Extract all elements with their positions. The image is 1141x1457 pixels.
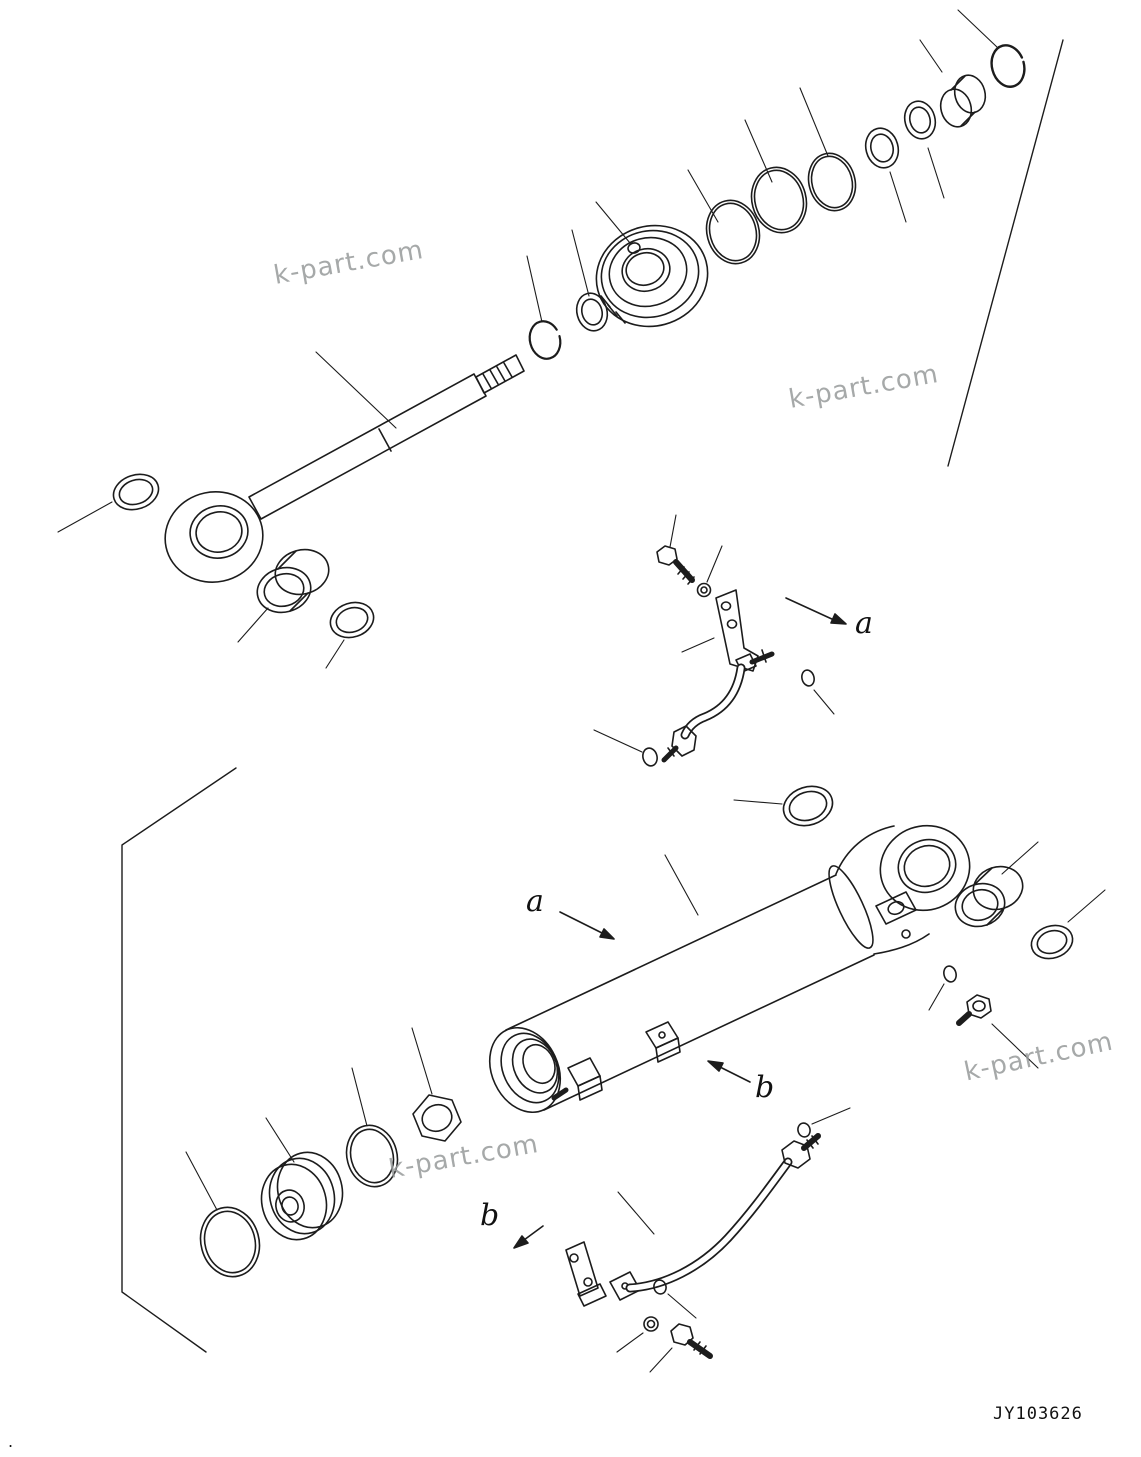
mount-bracket-b <box>565 1241 607 1307</box>
dust-seal <box>903 100 937 140</box>
tube-port-boss <box>551 1057 603 1101</box>
o-ring <box>705 199 761 265</box>
plug <box>956 994 992 1026</box>
drawing-number: JY103626 <box>993 1404 1083 1424</box>
view-label-a-top: a <box>855 606 873 641</box>
cylinder-tube-assembly <box>488 824 971 1114</box>
connector-stub <box>749 649 775 665</box>
wear-ring <box>199 1206 261 1278</box>
arrow-a-top <box>785 597 847 625</box>
rod-seal <box>864 127 900 169</box>
pin-seal-ring <box>782 785 834 827</box>
piston-nut <box>412 1094 462 1142</box>
rod-eye-bushing <box>256 548 330 614</box>
rod-end-parts-row <box>705 44 1026 265</box>
cylinder-head-gland <box>595 224 709 328</box>
head-port-boss <box>875 891 917 939</box>
snap-ring <box>990 44 1026 88</box>
o-ring-port-a <box>642 747 658 767</box>
boundary-lines <box>121 39 1064 1353</box>
bolt-b <box>670 1323 713 1359</box>
backup-ring <box>807 152 857 212</box>
arrow-b-mid <box>707 1060 751 1083</box>
view-label-b-mid: b <box>755 1070 775 1105</box>
piston-seal-ring <box>345 1124 399 1188</box>
lock-washer <box>696 582 712 598</box>
view-arrows <box>513 597 847 1249</box>
bolt <box>656 545 695 585</box>
o-ring-fitting-b <box>797 1122 811 1138</box>
shim-ring <box>112 473 160 511</box>
o-ring-large <box>750 166 808 234</box>
piston <box>260 1151 344 1241</box>
arrow-b-bottom <box>513 1225 544 1249</box>
view-label-b-bottom: b <box>480 1198 500 1233</box>
corner-mark: . <box>8 1432 14 1451</box>
snap-ring-rod <box>528 320 562 360</box>
thrust-ring <box>1030 924 1074 960</box>
piston-rod <box>164 354 525 583</box>
seal-ring <box>329 601 375 639</box>
hose-bracket-assembly-a <box>656 545 815 763</box>
hose-tube-a <box>661 663 746 763</box>
clamp-boss <box>645 1021 681 1063</box>
hose-tube-b <box>625 1133 821 1293</box>
head-end-parts <box>943 865 1074 1026</box>
o-ring-b <box>653 1279 667 1295</box>
pin-bushing <box>954 865 1024 928</box>
o-ring-plug <box>943 965 957 983</box>
washer-b <box>643 1316 659 1332</box>
o-ring-small <box>801 669 815 687</box>
buffer-ring <box>575 292 609 332</box>
arrow-a-mid <box>559 911 615 940</box>
leader-lines <box>57 9 1106 1373</box>
piston-group <box>199 1094 462 1278</box>
hose-bracket-assembly-b <box>565 1122 821 1359</box>
view-label-a-mid: a <box>526 884 544 919</box>
bushing <box>939 74 987 128</box>
